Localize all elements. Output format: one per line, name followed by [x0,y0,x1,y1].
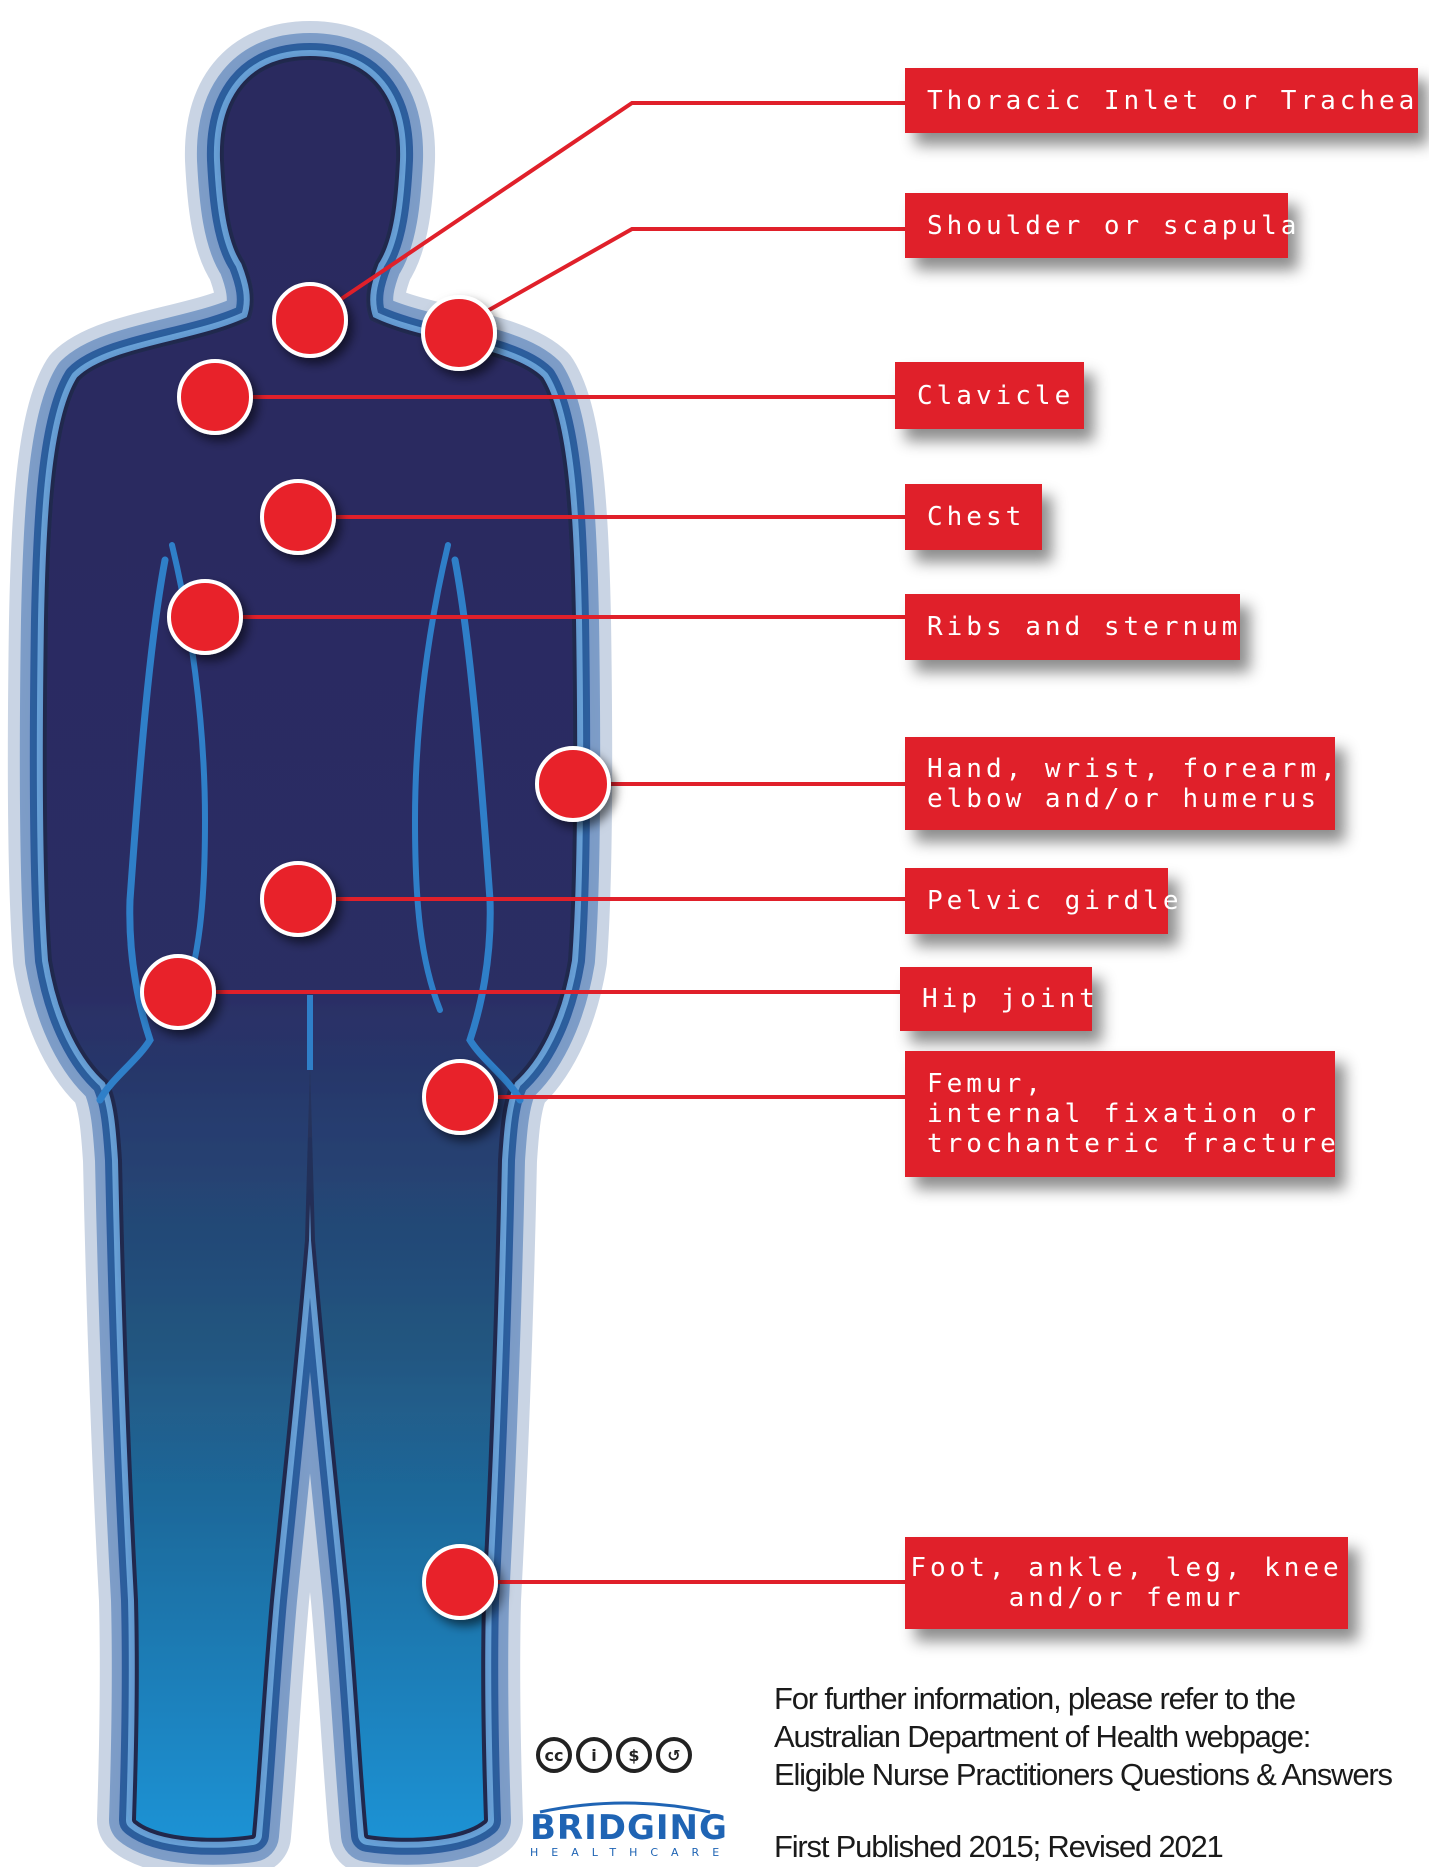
label-ribs: Ribs and sternum [905,594,1240,660]
marker-chest [262,481,334,553]
label-foot: Foot, ankle, leg, knee and/or femur [905,1537,1348,1629]
publication-date-text: First Published 2015; Revised 2021 [774,1828,1424,1866]
label-shoulder: Shoulder or scapula [905,193,1288,258]
label-ribs-text: Ribs and sternum [927,612,1218,642]
further-info: For further information, please refer to… [774,1680,1424,1794]
creative-commons-badge: cc i $ ↺ [536,1737,692,1773]
label-foot-line2: and/or femur [1009,1583,1245,1613]
by-icon: i [576,1737,612,1773]
sa-icon: ↺ [656,1737,692,1773]
label-clavicle: Clavicle [895,362,1084,429]
label-thoracic: Thoracic Inlet or Trachea [905,68,1418,133]
label-hand-line1: Hand, wrist, forearm, [927,754,1313,784]
marker-foot [424,1546,496,1618]
label-femur: Femur, internal fixation or trochanteric… [905,1051,1335,1177]
label-foot-line1: Foot, ankle, leg, knee [910,1553,1342,1583]
publication-date: First Published 2015; Revised 2021 [774,1828,1424,1866]
marker-thoracic [274,284,346,356]
label-femur-line2: internal fixation or [927,1099,1313,1129]
bridging-healthcare-logo: BRIDGING HEALTHCARE [530,1800,720,1860]
brand-name: BRIDGING [530,1810,720,1846]
marker-shoulder [423,297,495,369]
marker-clavicle [179,361,251,433]
label-hand: Hand, wrist, forearm, elbow and/or humer… [905,737,1335,830]
marker-hip [142,956,214,1028]
marker-hand [537,748,609,820]
further-info-line2: Australian Department of Health webpage: [774,1718,1424,1756]
label-pelvic: Pelvic girdle [905,868,1168,934]
nc-icon: $ [616,1737,652,1773]
marker-pelvic [262,863,334,935]
label-femur-line1: Femur, [927,1069,1313,1099]
brand-tagline: HEALTHCARE [530,1846,720,1860]
label-hand-line2: elbow and/or humerus [927,784,1313,814]
further-info-line3: Eligible Nurse Practitioners Questions &… [774,1756,1424,1794]
label-shoulder-text: Shoulder or scapula [927,211,1266,241]
label-clavicle-text: Clavicle [917,381,1062,411]
cc-icon: cc [536,1737,572,1773]
label-hip: Hip joint [900,967,1092,1031]
further-info-line1: For further information, please refer to… [774,1680,1424,1718]
label-thoracic-text: Thoracic Inlet or Trachea [927,86,1396,116]
marker-ribs [169,581,241,653]
label-pelvic-text: Pelvic girdle [927,886,1146,916]
connector-shoulder [459,229,905,327]
label-chest: Chest [905,484,1042,550]
label-hip-text: Hip joint [922,984,1070,1014]
label-chest-text: Chest [927,502,1020,532]
marker-femur [424,1061,496,1133]
label-femur-line3: trochanteric fracture [927,1129,1313,1159]
